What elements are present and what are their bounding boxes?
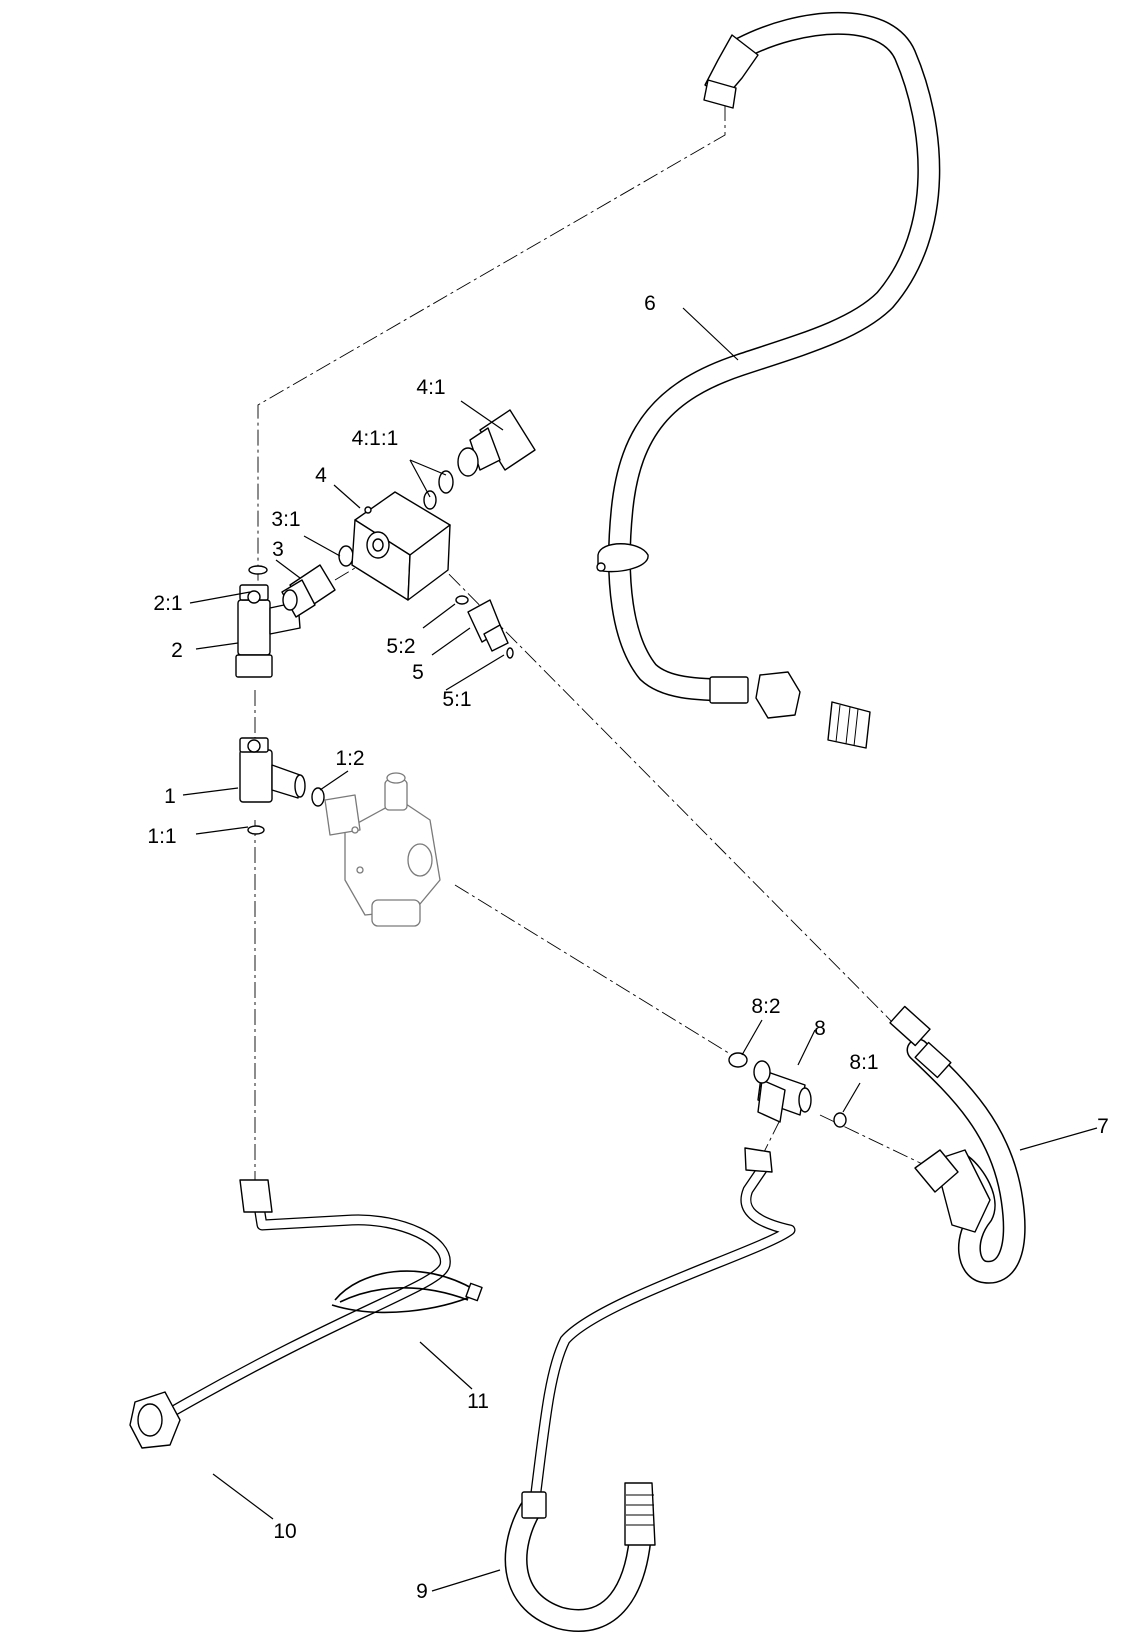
o-ring-1-1 bbox=[247, 825, 265, 835]
o-ring-3-1 bbox=[338, 545, 354, 567]
tee-fitting-8 bbox=[753, 1060, 812, 1123]
hose-7-upper-sleeve bbox=[914, 1041, 952, 1079]
hose-7 bbox=[889, 1005, 1026, 1284]
tee-fitting-1 bbox=[239, 737, 306, 803]
tube-9-sleeve bbox=[521, 1491, 547, 1519]
tube-10 bbox=[129, 1179, 451, 1449]
centerline-hose6-to-tee2 bbox=[257, 105, 726, 595]
o-ring-4-1-1-a bbox=[438, 470, 454, 494]
hose-6-adapter-fitting bbox=[827, 701, 871, 749]
callout-7: 7 bbox=[1097, 1115, 1109, 1138]
tube-9-lower-fitting bbox=[624, 1482, 656, 1546]
centerline-block4-to-hose7 bbox=[429, 554, 906, 1036]
callout-10: 10 bbox=[273, 1520, 296, 1543]
callout-2-1: 2:1 bbox=[153, 592, 182, 615]
callout-11: 11 bbox=[467, 1390, 489, 1413]
hose-7-upper-nut bbox=[889, 1005, 931, 1047]
callout-1-2: 1:2 bbox=[335, 747, 364, 770]
callout-4: 4 bbox=[315, 464, 327, 487]
o-ring-1-2 bbox=[311, 787, 325, 807]
o-ring-5-2 bbox=[455, 595, 469, 605]
callout-5: 5 bbox=[412, 661, 424, 684]
callout-labels: 6 4:1 4:1:1 4 3:1 3 2:1 2 5:2 5 5:1 1:2 … bbox=[147, 292, 1108, 1603]
hose-6-upper-nut bbox=[703, 79, 737, 109]
fitting-3 bbox=[281, 564, 336, 618]
tube-9-upper-nut bbox=[744, 1147, 773, 1173]
callout-9: 9 bbox=[416, 1580, 428, 1603]
o-ring-4-1-1-b bbox=[423, 490, 437, 510]
fitting-5 bbox=[467, 599, 509, 652]
o-ring-8-2 bbox=[728, 1052, 748, 1068]
o-ring-2-1 bbox=[248, 565, 268, 575]
harness-11 bbox=[331, 1270, 483, 1314]
hose-6-clamp bbox=[597, 543, 649, 573]
cartridge-4-1 bbox=[457, 409, 536, 477]
assembly-center-lines bbox=[254, 105, 936, 1190]
callout-4-1-1: 4:1:1 bbox=[352, 427, 399, 450]
hose-6 bbox=[596, 11, 941, 749]
callout-2: 2 bbox=[171, 639, 183, 662]
callout-4-1: 4:1 bbox=[416, 376, 445, 399]
callout-8-1: 8:1 bbox=[849, 1051, 878, 1074]
callout-8-2: 8:2 bbox=[751, 995, 780, 1018]
callout-8: 8 bbox=[814, 1017, 826, 1040]
hose-6-crimp-sleeve bbox=[709, 676, 749, 704]
block-4 bbox=[351, 491, 451, 601]
callout-1-1: 1:1 bbox=[147, 825, 176, 848]
tube-9 bbox=[504, 1147, 796, 1632]
control-valve-reference bbox=[324, 772, 441, 927]
centerline-valve-to-tee8 bbox=[454, 884, 741, 1061]
callout-3-1: 3:1 bbox=[271, 508, 300, 531]
callout-5-2: 5:2 bbox=[386, 635, 415, 658]
harness-11-connector bbox=[465, 1282, 483, 1302]
o-ring-8-1 bbox=[833, 1112, 847, 1128]
tube-10-upper-nut bbox=[239, 1179, 273, 1213]
callout-5-1: 5:1 bbox=[442, 688, 471, 711]
centerline-port3-to-block bbox=[334, 564, 361, 581]
hose-6-lower-nut bbox=[755, 671, 801, 719]
leader-lines bbox=[182, 307, 1098, 1592]
callout-1: 1 bbox=[164, 785, 176, 808]
callout-3: 3 bbox=[272, 538, 284, 561]
callout-6: 6 bbox=[644, 292, 656, 315]
hose-7-lower-nut bbox=[914, 1149, 959, 1193]
o-ring-5-1 bbox=[506, 647, 514, 659]
